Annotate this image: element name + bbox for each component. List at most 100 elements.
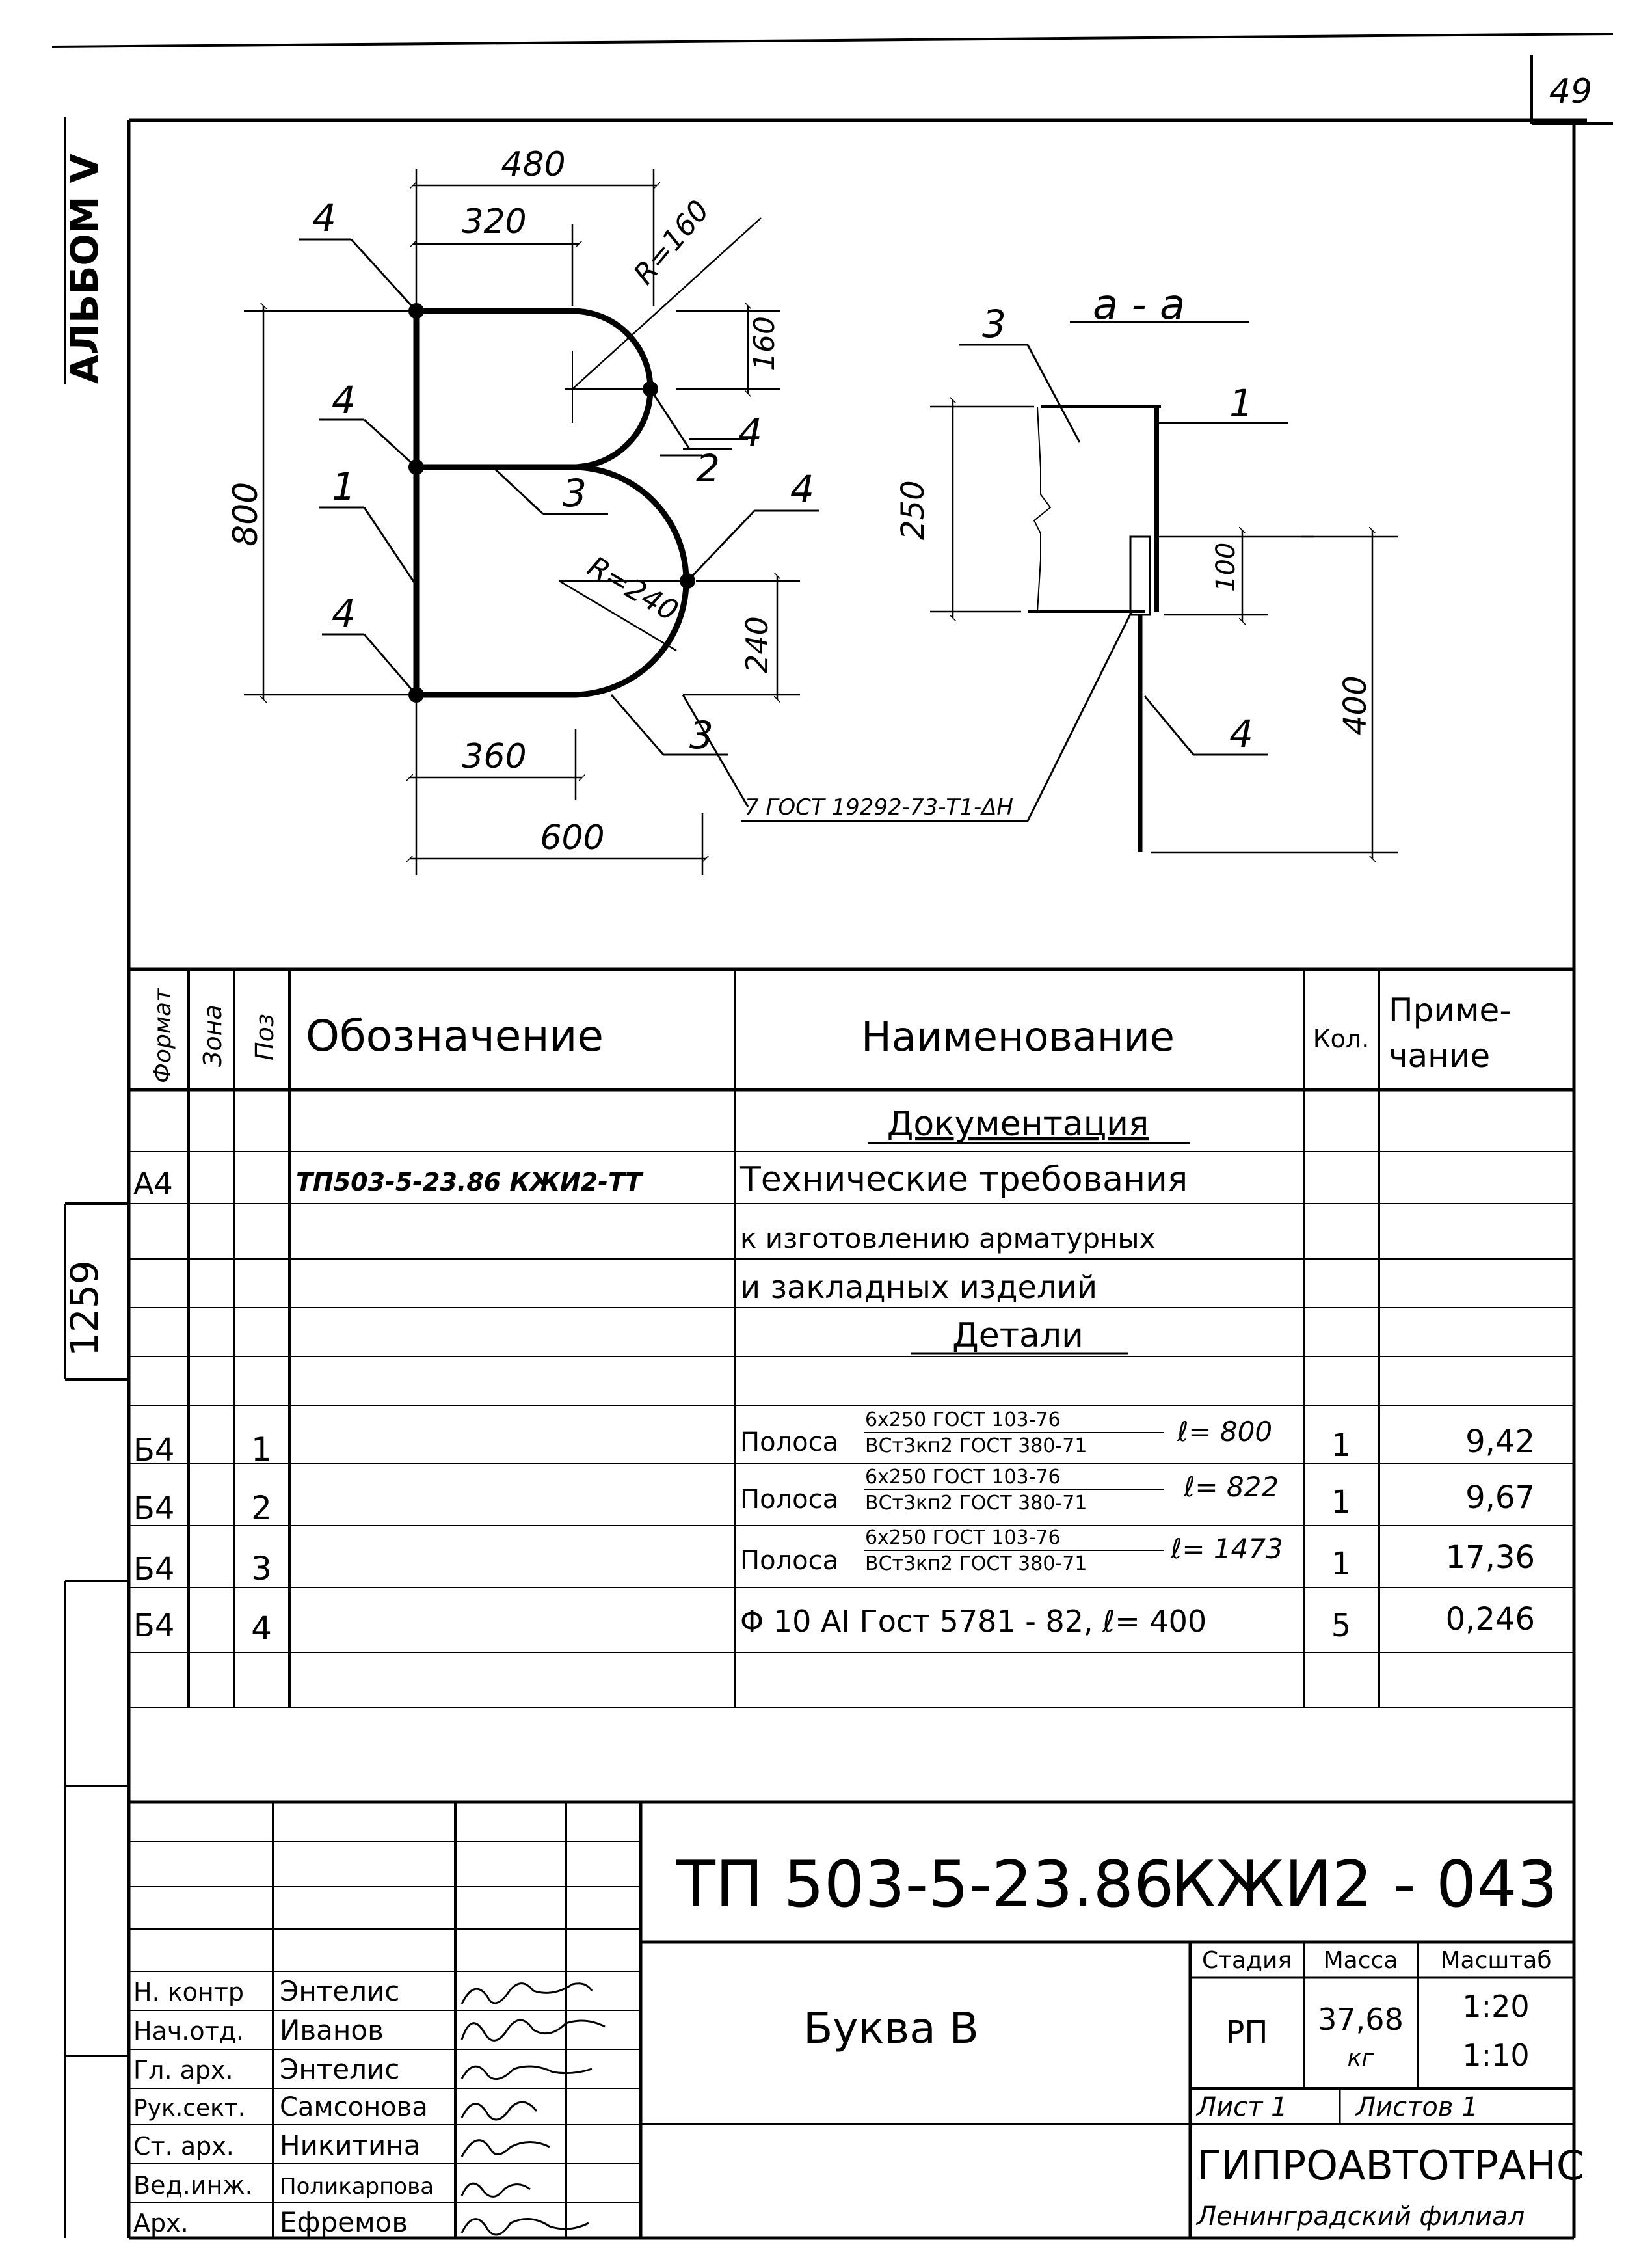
table-row: Б4 2 Полоса 6х250 ГОСТ 103-76 ВСт3кп2 ГО… bbox=[133, 1466, 1535, 1527]
svg-text:Гл. арх.: Гл. арх. bbox=[133, 2056, 233, 2084]
svg-text:3: 3 bbox=[689, 713, 713, 757]
svg-text:Иванов: Иванов bbox=[280, 2014, 384, 2046]
branch: Ленинградский филиал bbox=[1195, 2202, 1525, 2232]
svg-text:ВСт3кп2 ГОСТ 380-71: ВСт3кп2 ГОСТ 380-71 bbox=[865, 1435, 1087, 1457]
svg-text:Кол.: Кол. bbox=[1313, 1025, 1370, 1053]
svg-text:800: 800 bbox=[226, 482, 265, 546]
svg-text:6х250 ГОСТ 103-76: 6х250 ГОСТ 103-76 bbox=[865, 1466, 1061, 1489]
signature-6 bbox=[460, 2182, 531, 2198]
svg-text:Наименование: Наименование bbox=[861, 1013, 1175, 1060]
svg-text:Полоса: Полоса bbox=[740, 1546, 838, 1576]
svg-text:Б4: Б4 bbox=[133, 1432, 174, 1468]
svg-text:ℓ= 822: ℓ= 822 bbox=[1183, 1471, 1279, 1503]
table-row: Б4 4 Φ 10 АΙ Гост 5781 - 82, ℓ= 400 5 0,… bbox=[133, 1601, 1535, 1647]
top-border-line bbox=[51, 33, 1614, 48]
spec-table-header: Формат Зона Поз Обозначение Наименование… bbox=[150, 988, 1511, 1083]
svg-text:Ефремов: Ефремов bbox=[280, 2206, 408, 2238]
drawing-title: Буква В bbox=[803, 2003, 979, 2053]
drawing-labels: 480 320 R=160 160 800 R=240 240 360 600 … bbox=[226, 145, 1374, 857]
callout-leaders bbox=[299, 238, 819, 756]
title-block: ТП 503-5-23.86 КЖИ2 - 043 Буква В Стадия… bbox=[133, 1848, 1584, 2238]
doc-name-line2: к изготовлению арматурных bbox=[740, 1222, 1155, 1254]
mass-value: 37,68 bbox=[1318, 2002, 1404, 2037]
svg-text:Б4: Б4 bbox=[133, 1490, 174, 1527]
signature-2 bbox=[460, 2019, 606, 2042]
svg-text:Полоса: Полоса bbox=[740, 1485, 838, 1515]
signature-4 bbox=[460, 2101, 538, 2121]
svg-text:2: 2 bbox=[696, 446, 720, 491]
svg-text:чание: чание bbox=[1389, 1037, 1490, 1075]
svg-text:Φ 10 АΙ Гост 5781 - 82, ℓ= 400: Φ 10 АΙ Гост 5781 - 82, ℓ= 400 bbox=[740, 1604, 1206, 1639]
svg-text:6х250 ГОСТ 103-76: 6х250 ГОСТ 103-76 bbox=[865, 1526, 1061, 1549]
svg-text:ВСт3кп2 ГОСТ 380-71: ВСт3кп2 ГОСТ 380-71 bbox=[865, 1492, 1087, 1515]
letter-b-plan-view bbox=[408, 303, 695, 703]
section-details: Детали bbox=[952, 1316, 1084, 1355]
svg-text:Энтелис: Энтелис bbox=[280, 1975, 399, 2007]
signature-3 bbox=[460, 2065, 593, 2081]
svg-text:9,42: 9,42 bbox=[1465, 1423, 1535, 1460]
section-documentation: Документация bbox=[887, 1105, 1149, 1144]
svg-text:Б4: Б4 bbox=[133, 1608, 174, 1644]
spec-table-body: Документация А4 ТП503-5-23.86 КЖИ2-ТТ Те… bbox=[133, 1105, 1535, 1647]
scale-2: 1:10 bbox=[1462, 2038, 1529, 2073]
svg-text:Масштаб: Масштаб bbox=[1440, 1947, 1551, 1974]
svg-text:1: 1 bbox=[1331, 1484, 1352, 1520]
weld-note: 7 ГОСТ 19292-73-Т1-ΔН bbox=[745, 794, 1013, 820]
svg-text:320: 320 bbox=[462, 202, 526, 241]
svg-text:1: 1 bbox=[1331, 1546, 1352, 1582]
svg-text:Зона: Зона bbox=[198, 1005, 227, 1067]
svg-text:2: 2 bbox=[251, 1489, 272, 1527]
svg-text:9,67: 9,67 bbox=[1465, 1479, 1535, 1516]
svg-text:Никитина: Никитина bbox=[280, 2129, 421, 2161]
svg-text:4: 4 bbox=[312, 196, 336, 240]
svg-text:600: 600 bbox=[540, 818, 604, 857]
svg-text:Б4: Б4 bbox=[133, 1551, 174, 1587]
signatures bbox=[460, 1982, 606, 2236]
svg-text:5: 5 bbox=[1331, 1608, 1352, 1644]
svg-text:4: 4 bbox=[738, 411, 762, 455]
svg-text:ВСт3кп2 ГОСТ 380-71: ВСт3кп2 ГОСТ 380-71 bbox=[865, 1552, 1087, 1575]
svg-text:0,246: 0,246 bbox=[1446, 1601, 1535, 1638]
svg-text:ℓ= 1473: ℓ= 1473 bbox=[1170, 1533, 1283, 1565]
svg-text:Поликарпова: Поликарпова bbox=[280, 2174, 434, 2200]
svg-text:Масса: Масса bbox=[1324, 1947, 1398, 1974]
scale-1: 1:20 bbox=[1462, 1989, 1529, 2024]
svg-text:1: 1 bbox=[1229, 381, 1253, 425]
svg-text:1: 1 bbox=[1331, 1427, 1352, 1464]
svg-text:160: 160 bbox=[748, 316, 781, 371]
svg-text:4: 4 bbox=[332, 378, 356, 422]
svg-text:3: 3 bbox=[982, 302, 1006, 346]
svg-text:R=240: R=240 bbox=[582, 550, 684, 628]
svg-text:3: 3 bbox=[563, 471, 587, 515]
section-dimensions bbox=[930, 400, 1398, 859]
svg-text:Н. контр: Н. контр bbox=[133, 1978, 244, 2006]
svg-text:Нач.отд.: Нач.отд. bbox=[133, 2017, 244, 2045]
svg-text:а - а: а - а bbox=[1093, 281, 1185, 329]
svg-text:Формат: Формат bbox=[150, 988, 176, 1083]
svg-text:250: 250 bbox=[895, 480, 931, 540]
project-number: ТП 503-5-23.86 bbox=[676, 1848, 1174, 1922]
title-block-grid bbox=[129, 1800, 1574, 2238]
svg-text:Самсонова: Самсонова bbox=[280, 2092, 428, 2122]
svg-text:Вед.инж.: Вед.инж. bbox=[133, 2171, 253, 2200]
mass-unit: кг bbox=[1348, 2045, 1375, 2071]
svg-text:Ст. арх.: Ст. арх. bbox=[133, 2132, 234, 2161]
signature-5 bbox=[460, 2139, 550, 2157]
svg-text:480: 480 bbox=[501, 145, 565, 184]
spec-table-grid bbox=[129, 967, 1574, 1804]
svg-text:Поз: Поз bbox=[250, 1014, 279, 1060]
doc-designation: ТП503-5-23.86 КЖИ2-ТТ bbox=[296, 1168, 644, 1196]
svg-text:R=160: R=160 bbox=[627, 194, 715, 291]
svg-text:100: 100 bbox=[1211, 543, 1241, 592]
side-album-label: АЛЬБОМ V bbox=[62, 154, 107, 384]
svg-text:1: 1 bbox=[251, 1431, 272, 1468]
svg-text:4: 4 bbox=[790, 467, 814, 511]
organization: ГИПРОАВТОТРАНС bbox=[1197, 2142, 1584, 2189]
svg-text:Стадия: Стадия bbox=[1202, 1947, 1292, 1974]
svg-text:Рук.сект.: Рук.сект. bbox=[133, 2095, 245, 2122]
svg-text:Полоса: Полоса bbox=[740, 1427, 838, 1457]
sheet-number: 49 bbox=[1549, 72, 1592, 111]
table-row: Б4 3 Полоса 6х250 ГОСТ 103-76 ВСт3кп2 ГО… bbox=[133, 1526, 1535, 1587]
signature-7 bbox=[460, 2218, 589, 2236]
